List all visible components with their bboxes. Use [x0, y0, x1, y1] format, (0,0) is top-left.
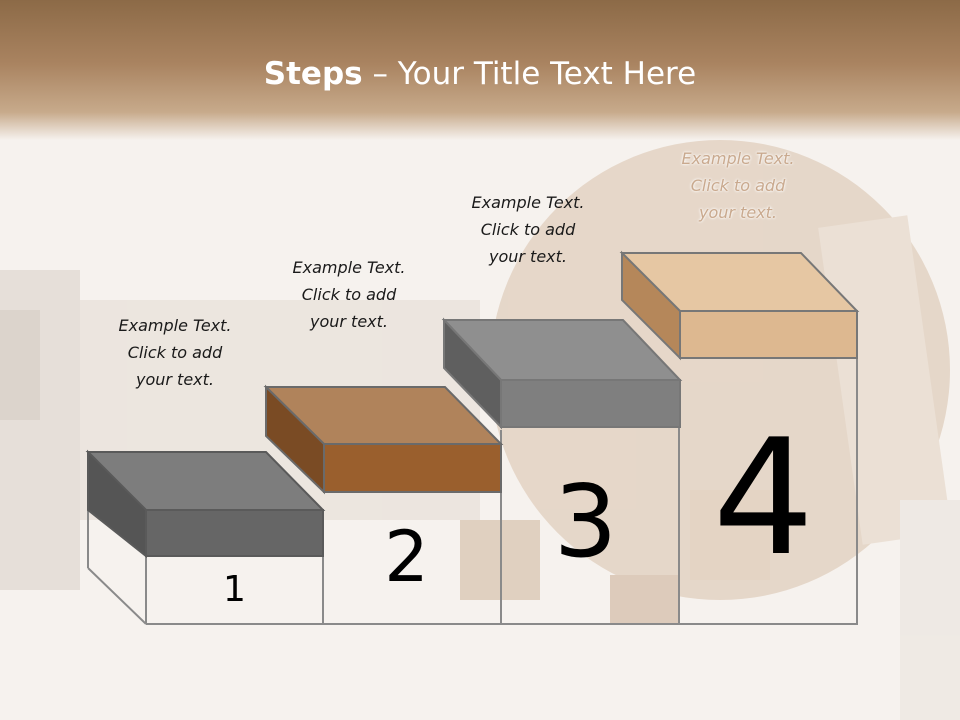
step-caption-1[interactable]: Example Text. Click to add your text.	[90, 312, 260, 393]
title-bar	[0, 0, 960, 140]
caption-line: Example Text.	[118, 316, 232, 335]
caption-line: your text.	[698, 203, 777, 222]
step-box-4	[619, 250, 860, 361]
caption-line: Example Text.	[292, 258, 406, 277]
caption-line: Click to add	[480, 220, 576, 239]
step-number-3: 3	[553, 463, 618, 580]
step-number-1: 1	[223, 569, 246, 610]
slide-title[interactable]: Steps – Your Title Text Here	[0, 56, 960, 92]
step-box-1	[85, 449, 326, 559]
step-box-2	[263, 384, 504, 495]
step-caption-3[interactable]: Example Text. Click to add your text.	[443, 189, 613, 270]
title-bold: Steps	[263, 56, 363, 92]
caption-line: Example Text.	[471, 193, 585, 212]
caption-line: your text.	[488, 247, 567, 266]
caption-line: Click to add	[127, 343, 223, 362]
title-rest: – Your Title Text Here	[362, 56, 697, 92]
background-photo	[0, 140, 960, 720]
step-number-4: 4	[712, 404, 815, 591]
step-number-2: 2	[384, 516, 429, 598]
caption-line: Click to add	[690, 176, 786, 195]
caption-line: Click to add	[301, 285, 397, 304]
caption-line: your text.	[309, 312, 388, 331]
caption-line: your text.	[135, 370, 214, 389]
caption-line: Example Text.	[681, 149, 795, 168]
step-box-3	[441, 317, 683, 430]
step-caption-2[interactable]: Example Text. Click to add your text.	[264, 254, 434, 335]
step-caption-4[interactable]: Example Text. Click to add your text.	[653, 145, 823, 226]
carried-box-shape	[818, 215, 952, 545]
